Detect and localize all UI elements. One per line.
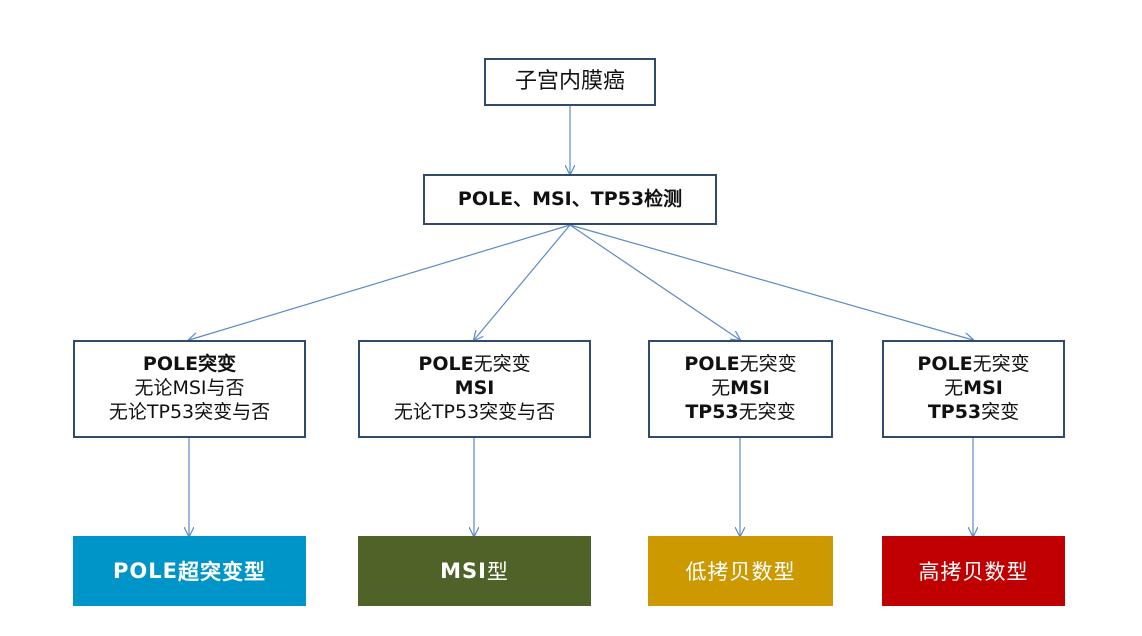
criteria-3-line-1: POLE无突变 <box>684 353 797 376</box>
test-node: POLE、MSI、TP53检测 <box>423 174 717 225</box>
criteria-2-line-1: POLE无突变 <box>418 353 531 376</box>
root-node: 子宫内膜癌 <box>484 58 656 106</box>
arrow-test-to-criteria-1 <box>189 224 571 340</box>
criteria-1-line-3: 无论TP53突变与否 <box>108 400 271 423</box>
test-label: POLE、MSI、TP53检测 <box>457 187 683 210</box>
result-low-copy-number: 低拷贝数型 <box>648 536 833 606</box>
criteria-4-line-1: POLE无突变 <box>917 353 1030 376</box>
root-label: 子宫内膜癌 <box>514 69 625 95</box>
criteria-1-line-1: POLE突变 <box>142 353 237 376</box>
criteria-node-2: POLE无突变 MSI 无论TP53突变与否 <box>358 340 591 438</box>
criteria-1-line-2: 无论MSI与否 <box>134 377 245 400</box>
criteria-4-line-3: TP53突变 <box>927 400 1020 423</box>
result-high-copy-number: 高拷贝数型 <box>882 536 1065 606</box>
arrow-test-to-criteria-4 <box>569 224 973 340</box>
arrow-test-to-criteria-2 <box>474 224 571 340</box>
criteria-4-line-2: 无MSI <box>944 377 1003 400</box>
criteria-2-line-3: 无论TP53突变与否 <box>393 400 556 423</box>
criteria-2-line-2: MSI <box>454 377 495 400</box>
criteria-3-line-3: TP53无突变 <box>685 400 796 423</box>
arrow-test-to-criteria-3 <box>569 224 740 340</box>
criteria-3-line-2: 无MSI <box>711 377 770 400</box>
criteria-node-4: POLE无突变 无MSI TP53突变 <box>882 340 1065 438</box>
criteria-node-1: POLE突变 无论MSI与否 无论TP53突变与否 <box>73 340 306 438</box>
criteria-node-3: POLE无突变 无MSI TP53无突变 <box>648 340 833 438</box>
